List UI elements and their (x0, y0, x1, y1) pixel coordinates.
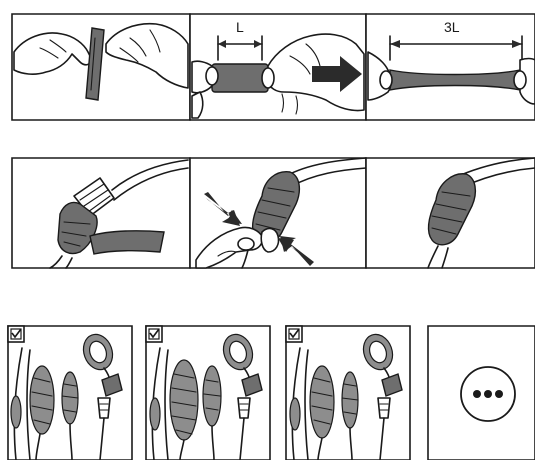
triple-length-label: 3L (444, 19, 460, 35)
checkbox-checked-icon (286, 326, 302, 342)
checkbox-checked-icon (8, 326, 24, 342)
size-option-2[interactable] (146, 326, 270, 460)
panel-slide-sleeve (12, 158, 190, 268)
ellipsis-icon[interactable] (461, 367, 515, 421)
row-1-stretch-sleeve: L 3L (12, 14, 535, 120)
row-2-fit-sleeve (12, 158, 535, 268)
size-option-1[interactable] (8, 326, 132, 460)
row-3-sizes (8, 326, 535, 460)
size-option-3[interactable] (286, 326, 410, 460)
checkbox-checked-icon (146, 326, 162, 342)
panel-peel-sleeve (12, 14, 190, 120)
panel-sleeve-fitted (366, 158, 535, 268)
length-label: L (236, 19, 244, 35)
panel-press-sleeve (190, 158, 366, 268)
more-options-card[interactable] (428, 326, 535, 460)
